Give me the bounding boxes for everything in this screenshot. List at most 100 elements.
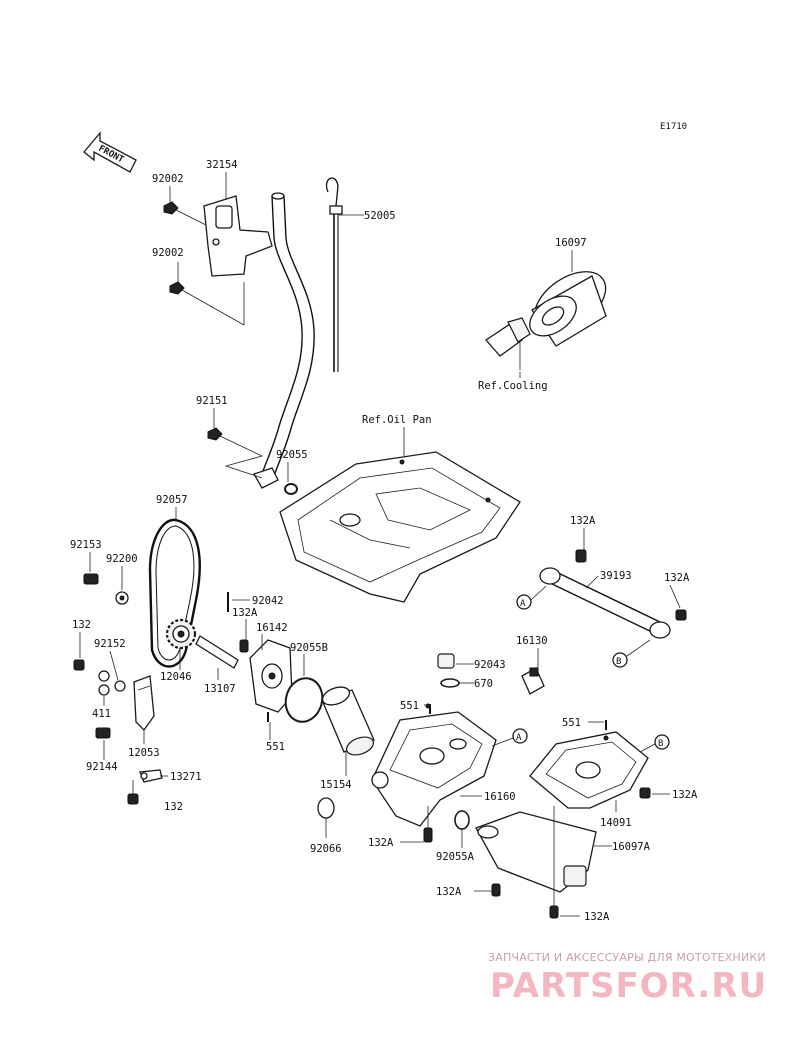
- bolt-132A-pipe-top-icon: [575, 549, 587, 563]
- svg-text:B: B: [658, 739, 663, 749]
- label-92055B: 92055B: [290, 642, 328, 654]
- label-132A-pipe-right: 132A: [664, 572, 690, 584]
- label-15154: 15154: [320, 779, 352, 791]
- marker-b-pipe: B: [612, 639, 651, 668]
- label-39193: 39193: [600, 570, 632, 582]
- label-551-cover: 551: [400, 700, 419, 712]
- bolt-132A-bottom-left-icon: [491, 883, 501, 897]
- label-132A-pump: 132A: [232, 607, 258, 619]
- bracket-13271-icon: [139, 769, 163, 783]
- cap-92066-icon: [317, 797, 335, 819]
- label-14091: 14091: [600, 817, 632, 829]
- label-92002-upper: 92002: [152, 173, 184, 185]
- label-16130: 16130: [516, 635, 548, 647]
- svg-text:A: A: [516, 733, 522, 743]
- oring-670-icon: [440, 678, 460, 688]
- label-92043: 92043: [474, 659, 506, 671]
- label-13107: 13107: [204, 683, 236, 695]
- diagram-code: E1710: [660, 122, 687, 132]
- oil-cooler-14091-icon: [529, 731, 649, 809]
- label-92057: 92057: [156, 494, 188, 506]
- bolt-92144-icon: [95, 727, 111, 739]
- label-551-pump: 551: [266, 741, 285, 753]
- drive-chain-92057-icon: [148, 518, 201, 668]
- bolt-92002-upper-icon: [163, 201, 209, 227]
- watermark-tagline: ЗАПЧАСТИ И АКСЕССУАРЫ ДЛЯ МОТОТЕХНИКИ: [488, 951, 766, 964]
- label-92066: 92066: [310, 843, 342, 855]
- svg-text:A: A: [520, 599, 526, 609]
- svg-text:B: B: [616, 657, 621, 667]
- marker-a-cover: A: [491, 728, 528, 747]
- label-16097: 16097: [555, 237, 587, 249]
- bolt-132-lower-icon: [127, 780, 139, 805]
- label-16142: 16142: [256, 622, 288, 634]
- label-92055A: 92055A: [436, 851, 475, 863]
- bolt-132A-pump-icon: [239, 639, 249, 653]
- dipstick-52005-icon: [325, 177, 343, 372]
- label-12053: 12053: [128, 747, 160, 759]
- label-132A-right: 132A: [672, 789, 698, 801]
- label-16160: 16160: [484, 791, 516, 803]
- marker-a-pipe: A: [516, 585, 547, 610]
- cooling-fitting-icon: [485, 317, 531, 370]
- front-arrow-icon: FRONT: [83, 131, 137, 173]
- washer-92152-icon: [114, 680, 126, 692]
- oring-92055-icon: [284, 483, 298, 495]
- oil-pipe-39193-icon: [539, 567, 671, 639]
- oil-strainer-15154-icon: [321, 686, 375, 756]
- label-13271: 13271: [170, 771, 202, 783]
- label-92144: 92144: [86, 761, 118, 773]
- chain-guide-12053-icon: [133, 675, 155, 732]
- sprocket-12046-icon: [165, 618, 197, 650]
- bracket-32154-icon: [203, 195, 273, 277]
- label-551-cooler: 551: [562, 717, 581, 729]
- bolt-92151-icon: [207, 427, 264, 479]
- label-670: 670: [474, 678, 493, 690]
- bolt-132A-right-icon: [639, 787, 651, 799]
- cap-92043-icon: [437, 653, 455, 669]
- pump-body-16142-icon: [249, 639, 293, 713]
- bolt-92153-icon: [83, 573, 99, 585]
- label-92200: 92200: [106, 553, 138, 565]
- bolt-92002-lower-icon: [169, 281, 245, 326]
- label-ref-oil-pan: Ref.Oil Pan: [362, 414, 432, 426]
- oring-92055A-icon: [454, 810, 470, 830]
- cooler-cover-16097A-icon: [475, 811, 597, 893]
- bolt-132A-pipe-right-icon: [675, 609, 687, 621]
- label-32154: 32154: [206, 159, 238, 171]
- oring-92055B-icon: [284, 677, 324, 723]
- label-132A-bottom-center: 132A: [368, 837, 394, 849]
- label-92153: 92153: [70, 539, 102, 551]
- washer-92200-icon: [115, 591, 129, 605]
- label-132A-pipe-top: 132A: [570, 515, 596, 527]
- bolt-132-left-icon: [73, 659, 85, 671]
- label-132-left: 132: [72, 619, 91, 631]
- label-ref-cooling: Ref.Cooling: [478, 380, 548, 392]
- label-92151: 92151: [196, 395, 228, 407]
- bolt-132A-bottom-right-icon: [549, 806, 559, 919]
- label-132-lower: 132: [164, 801, 183, 813]
- label-132A-bottom-left: 132A: [436, 886, 462, 898]
- oil-pan-icon: [279, 451, 521, 603]
- label-92002-lower: 92002: [152, 247, 184, 259]
- label-411: 411: [92, 708, 111, 720]
- shaft-13107-icon: [195, 635, 239, 669]
- leader-lines: [79, 172, 681, 917]
- watermark-logo: PARTSFOR.RU: [490, 966, 768, 1006]
- part-labels: 92002 32154 52005 92002 16097 Ref.Coolin…: [70, 159, 698, 923]
- label-92152: 92152: [94, 638, 126, 650]
- label-12046: 12046: [160, 671, 192, 683]
- oil-pump-cover-16160-icon: [371, 703, 497, 827]
- label-132A-bottom-right: 132A: [584, 911, 610, 923]
- oil-pipe-icon: [253, 192, 315, 489]
- label-92055: 92055: [276, 449, 308, 461]
- pressure-switch-16130-icon: [521, 667, 545, 695]
- label-92042: 92042: [252, 595, 284, 607]
- label-52005: 52005: [364, 210, 396, 222]
- marker-b-cooler: B: [639, 734, 670, 753]
- bolt-132A-bottom-center-icon: [423, 806, 433, 843]
- washer-411-icon: [98, 670, 110, 696]
- label-16097A: 16097A: [612, 841, 651, 853]
- oil-filter-16097-icon: [529, 271, 607, 347]
